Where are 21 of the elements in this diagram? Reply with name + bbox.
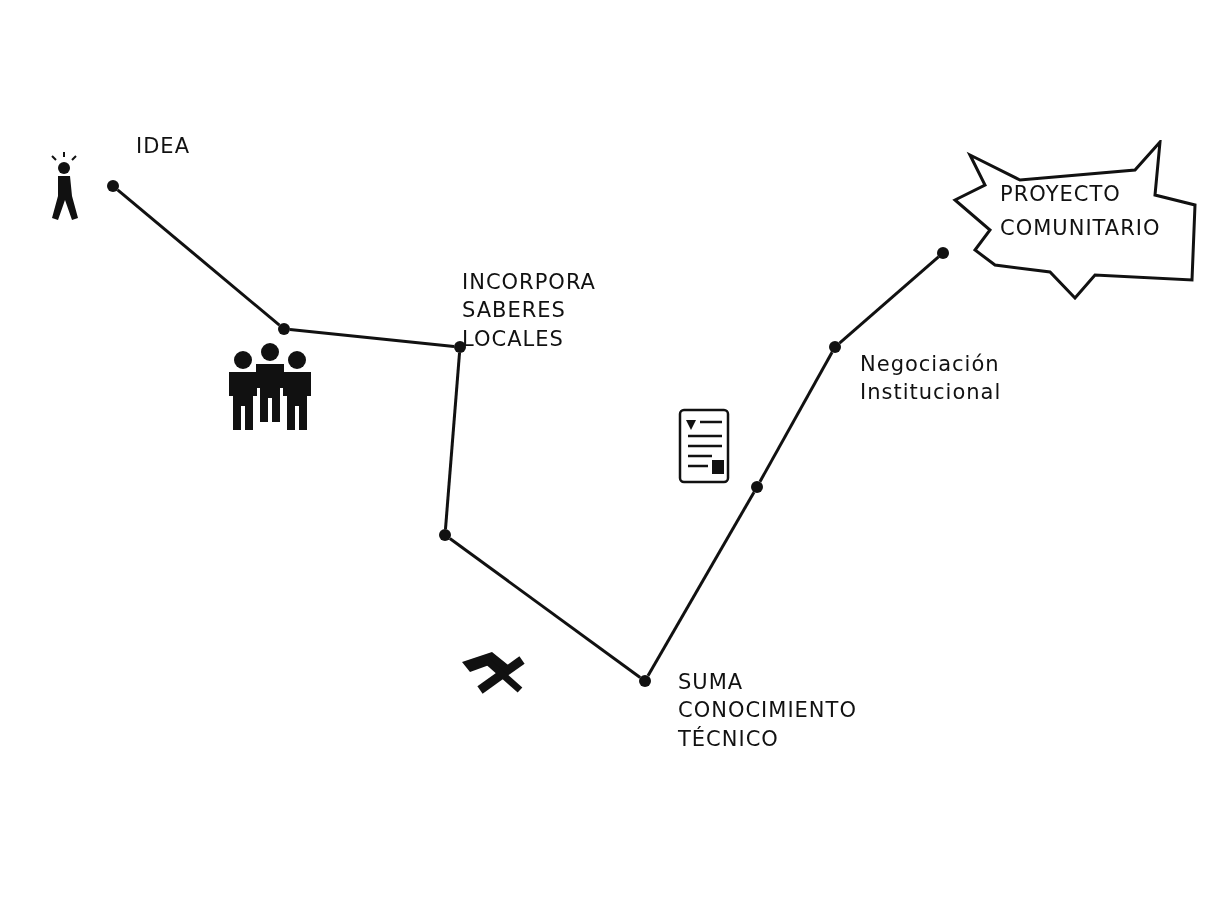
path-point	[439, 529, 451, 541]
burst-shape	[950, 140, 1200, 300]
connector-line	[444, 352, 461, 530]
path-point	[751, 481, 763, 493]
connector-line	[838, 255, 940, 345]
path-point	[829, 341, 841, 353]
path-point	[278, 323, 290, 335]
step-label: SUMA CONOCIMIENTO TÉCNICO	[678, 669, 858, 753]
connector-line	[116, 188, 281, 327]
step-label: IDEA	[136, 133, 191, 160]
step-label: INCORPORA SABERES LOCALES	[462, 269, 597, 353]
path-point	[454, 341, 466, 353]
connector-line	[646, 491, 756, 677]
node-text: PROYECTO COMUNITARIO	[1000, 181, 1162, 242]
path-point	[937, 247, 949, 259]
step-label: Negociación Institucional	[860, 351, 1003, 407]
connector-line	[758, 351, 834, 483]
connector-line	[289, 328, 455, 348]
connector-line	[448, 537, 642, 679]
path-point	[107, 180, 119, 192]
path-point	[639, 675, 651, 687]
